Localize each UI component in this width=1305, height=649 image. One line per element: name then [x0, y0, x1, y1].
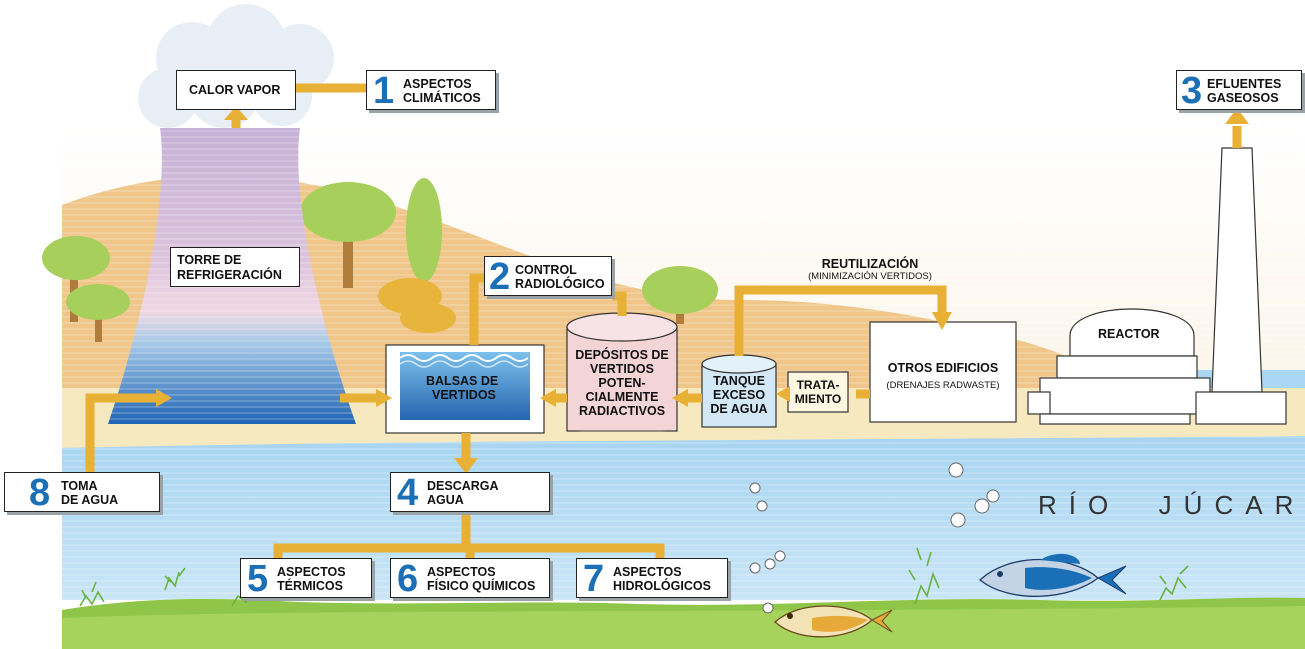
- torre-label-line2: REFRIGERACIÓN: [177, 268, 282, 282]
- aspect-3-line2: GASEOSOS: [1207, 91, 1279, 105]
- depositos-label: DEPÓSITOS DE VERTIDOS POTEN- CIALMENTE R…: [567, 348, 677, 418]
- torre-label-box: TORRE DE REFRIGERACIÓN: [170, 247, 300, 287]
- chimney: [1195, 147, 1287, 425]
- tratamiento-box: [787, 371, 849, 413]
- aspect-box-4: 4 DESCARGA AGUA: [390, 472, 550, 512]
- yellow-fish: [774, 605, 893, 638]
- aspect-box-6: 6 ASPECTOS FÍSICO QUÍMICOS: [390, 558, 550, 598]
- river-name: RÍO JÚCAR: [1038, 490, 1305, 520]
- aspect-1-line2: CLIMÁTICOS: [403, 91, 481, 105]
- aspect-box-5: 5 ASPECTOS TÉRMICOS: [240, 558, 372, 598]
- tanque-line1: TANQUE: [713, 374, 765, 388]
- aspect-2-line1: CONTROL: [515, 263, 577, 277]
- reactor-building: [1027, 308, 1211, 425]
- aspect-number-8: 8: [29, 472, 51, 514]
- torre-label-line1: TORRE DE: [177, 253, 242, 267]
- otros-line2: (DRENAJES RADWASTE): [886, 380, 1000, 391]
- aspect-box-1: 1 ASPECTOS CLIMÁTICOS: [366, 70, 496, 110]
- reactor-label: REACTOR: [1098, 327, 1160, 341]
- tratamiento-label: TRATA- MIENTO: [788, 378, 848, 406]
- tanque-label: TANQUE EXCESO DE AGUA: [702, 374, 776, 416]
- aspect-box-2: 2 CONTROL RADIOLÓGICO: [484, 256, 612, 296]
- depositos-line2: VERTIDOS: [590, 362, 654, 376]
- aspect-7-line1: ASPECTOS: [613, 565, 682, 579]
- otros-line1: OTROS EDIFICIOS: [887, 361, 999, 375]
- aspect-2-line2: RADIOLÓGICO: [515, 277, 605, 291]
- aspect-4-line2: AGUA: [427, 493, 464, 507]
- aspect-3-line1: EFLUENTES: [1207, 77, 1282, 91]
- aspect-6-line1: ASPECTOS: [427, 565, 496, 579]
- aspect-8-line1: TOMA: [61, 479, 98, 493]
- seaweed: [79, 547, 1189, 607]
- otros-edificios-building: [869, 321, 1017, 423]
- depositos-line1: DEPÓSITOS DE: [575, 348, 669, 362]
- reutilizacion-label: REUTILIZACIÓN (MINIMIZACIÓN VERTIDOS): [790, 257, 950, 283]
- depositos-line4: CIALMENTE: [585, 390, 659, 404]
- aspect-5-line2: TÉRMICOS: [277, 579, 343, 593]
- aspect-8-line2: DE AGUA: [61, 493, 119, 507]
- aspect-box-3: 3 EFLUENTES GASEOSOS: [1176, 70, 1302, 110]
- calor-vapor-label: CALOR VAPOR: [189, 83, 281, 97]
- flow-arrows: [85, 83, 1242, 560]
- bubbles: [749, 462, 1000, 614]
- reutilizacion-line1: REUTILIZACIÓN: [821, 257, 919, 271]
- aspect-number-7: 7: [583, 558, 605, 600]
- aspect-5-line1: ASPECTOS: [277, 565, 346, 579]
- aspect-number-3: 3: [1181, 70, 1203, 112]
- reutilizacion-line2: (MINIMIZACIÓN VERTIDOS): [808, 271, 932, 282]
- aspect-box-7: 7 ASPECTOS HIDROLÓGICOS: [576, 558, 728, 598]
- aspect-number-2: 2: [489, 256, 511, 298]
- balsas-label-line2: VERTIDOS: [432, 388, 496, 402]
- aspect-7-line2: HIDROLÓGICOS: [613, 579, 711, 593]
- aspect-number-1: 1: [373, 70, 395, 112]
- calor-vapor-box: CALOR VAPOR: [176, 70, 296, 110]
- aspect-4-line1: DESCARGA: [427, 479, 499, 493]
- aspect-number-5: 5: [247, 558, 269, 600]
- depositos-line3: POTEN-: [598, 376, 646, 390]
- depositos-cylinder: [566, 312, 678, 432]
- tanque-line2: EXCESO: [712, 388, 766, 402]
- tratamiento-line1: TRATA-: [796, 378, 840, 392]
- aspect-1-line1: ASPECTOS: [403, 77, 472, 91]
- aspect-number-6: 6: [397, 558, 419, 600]
- tanque-line3: DE AGUA: [710, 402, 768, 416]
- aspect-box-8: 8 TOMA DE AGUA: [4, 472, 160, 512]
- arrow-heads: [156, 106, 1249, 474]
- depositos-line5: RADIACTIVOS: [578, 404, 666, 418]
- aspect-number-4: 4: [397, 472, 419, 514]
- blue-fish: [979, 553, 1127, 597]
- balsas-label-line1: BALSAS DE: [426, 374, 499, 388]
- aspect-6-line2: FÍSICO QUÍMICOS: [427, 579, 536, 593]
- otros-label: OTROS EDIFICIOS (DRENAJES RADWASTE): [870, 360, 1016, 396]
- tratamiento-line2: MIENTO: [794, 392, 842, 406]
- trees: [42, 178, 718, 342]
